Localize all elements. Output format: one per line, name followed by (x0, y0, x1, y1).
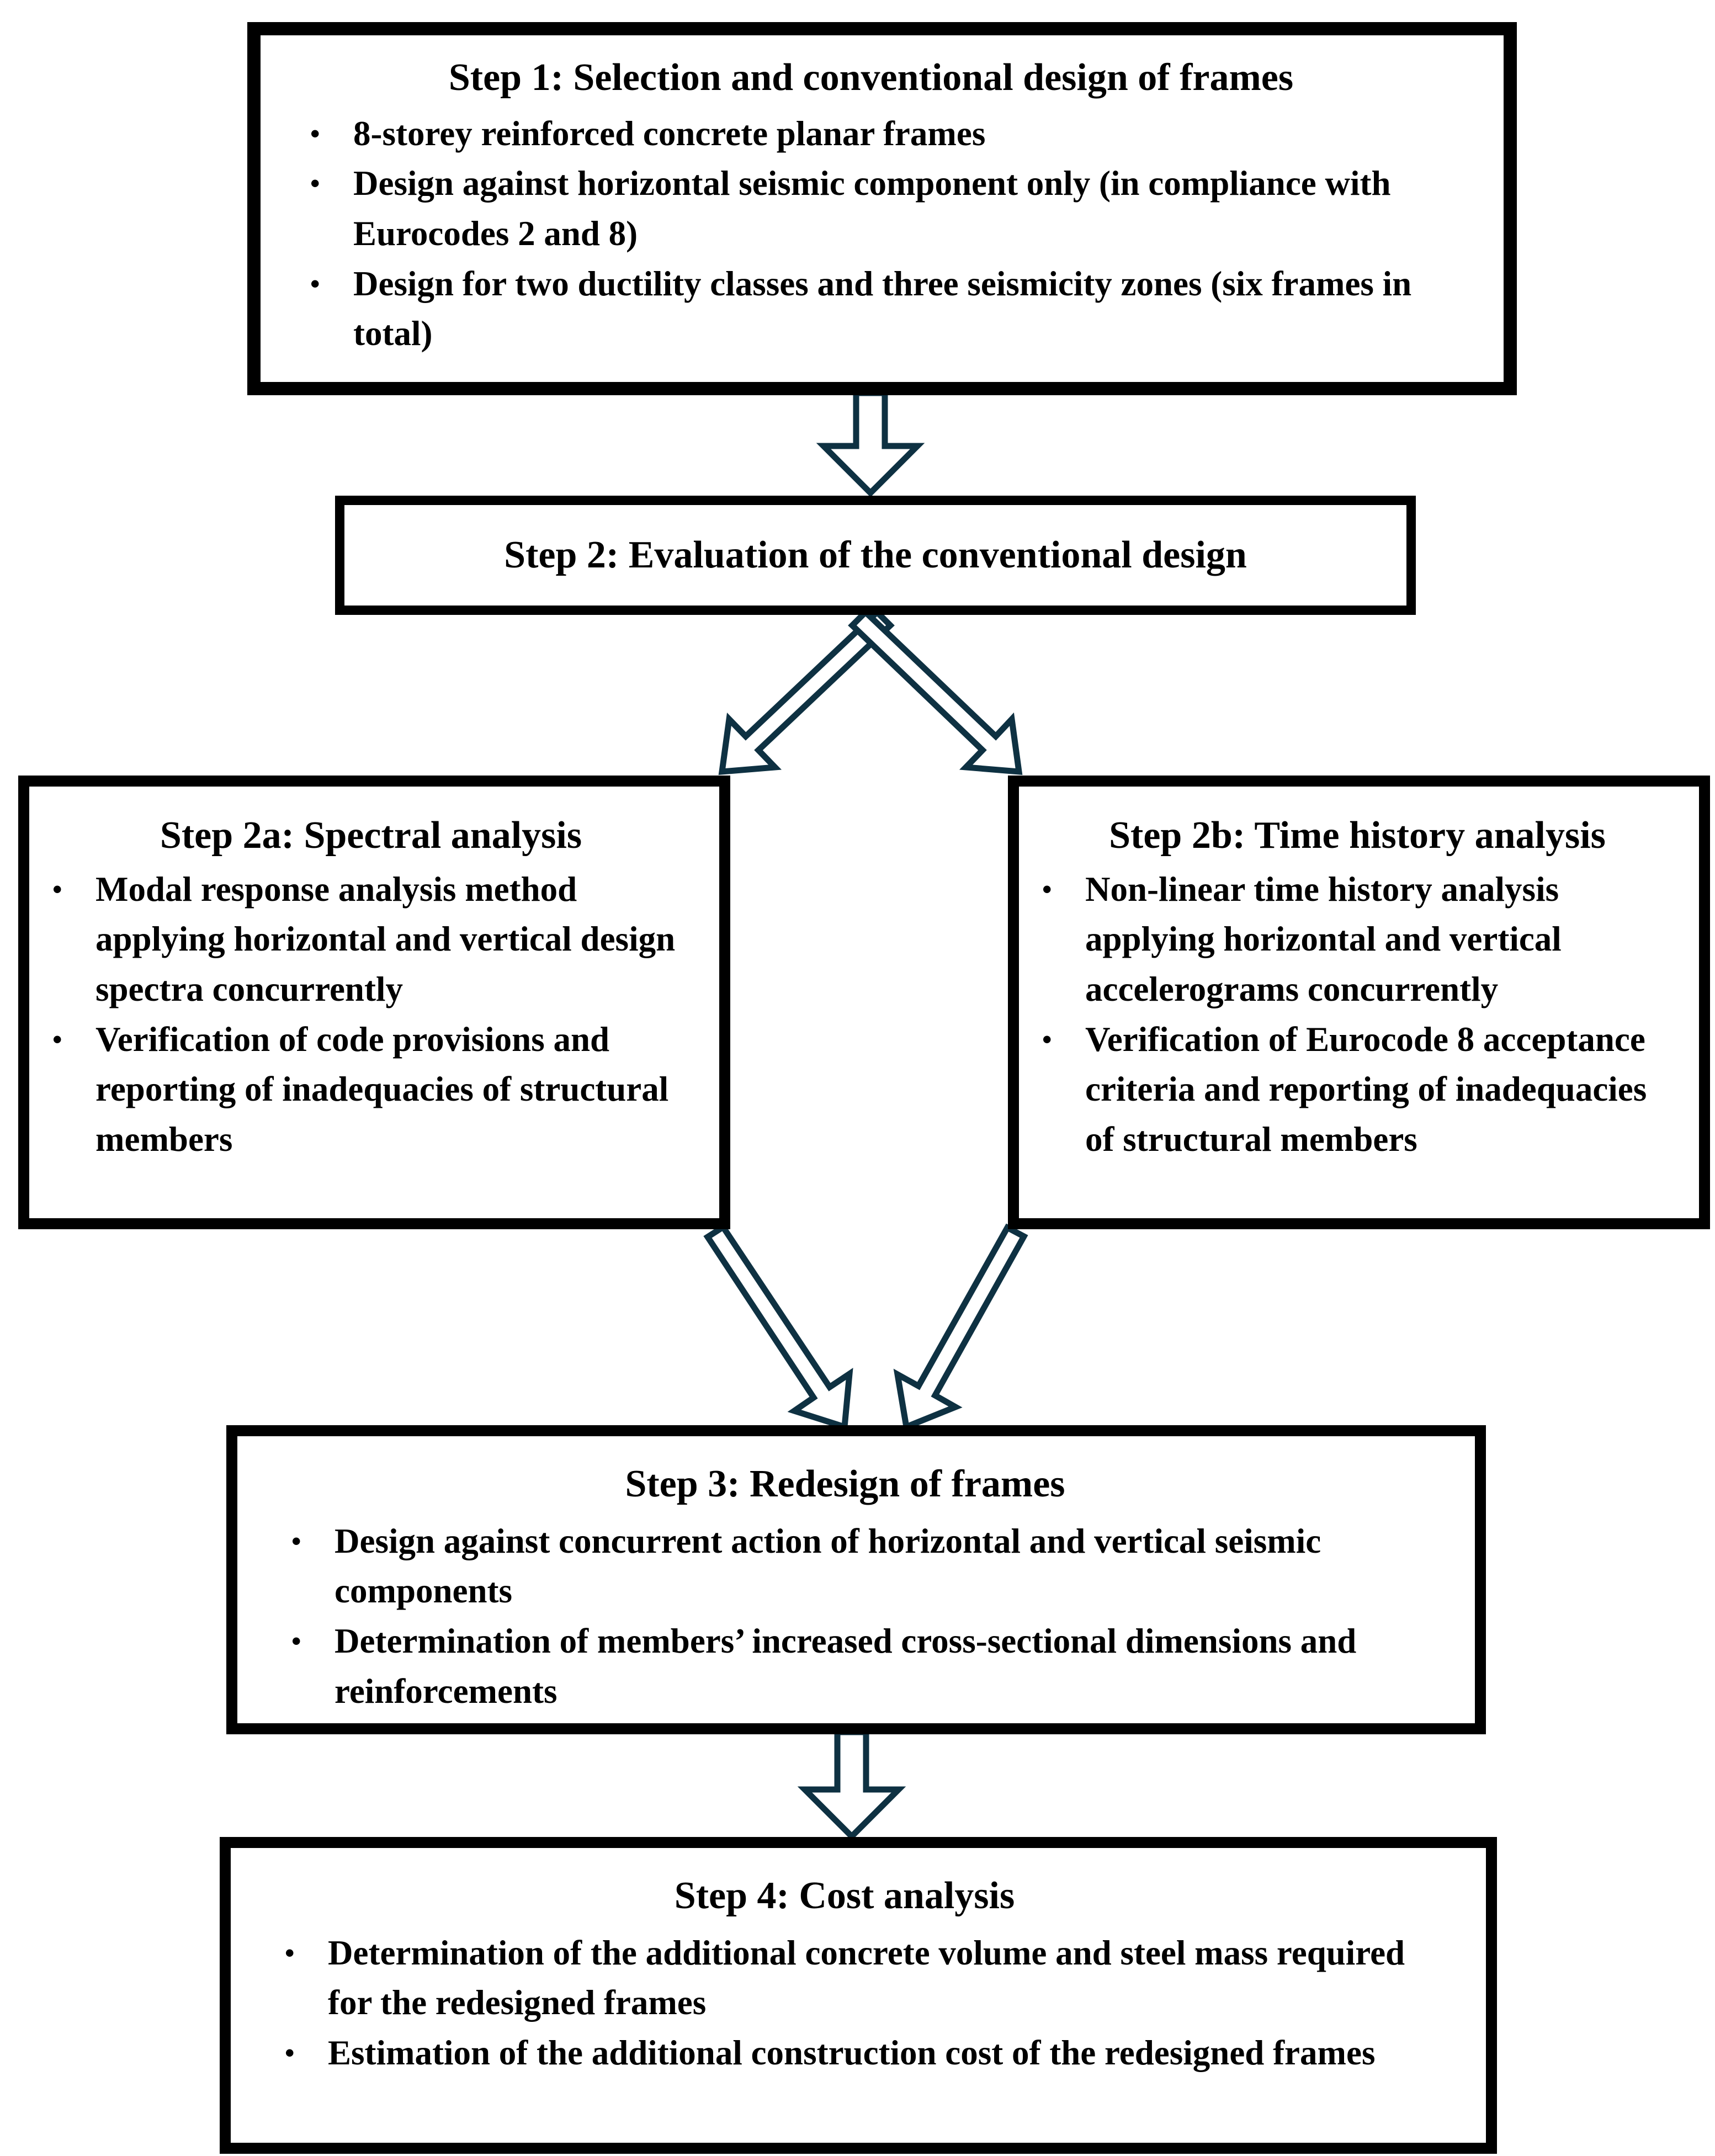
diagonal-arrow-step2-to-step2a-icon (718, 608, 895, 776)
bullet-marker: • (285, 2037, 295, 2068)
bullet-text: 8-storey reinforced concrete planar fram… (353, 114, 986, 153)
bullet-text: Non-linear time history analysis applyin… (1085, 869, 1562, 1008)
bullet-marker: • (1042, 1023, 1052, 1055)
box-step4-bullets: • Determination of the additional concre… (275, 1928, 1414, 2078)
box-step2a-title: Step 2a: Spectral analysis (160, 814, 582, 857)
box-step2-title: Step 2: Evaluation of the conventional d… (504, 533, 1247, 576)
down-arrow-step1-to-step2-icon (816, 390, 925, 497)
bullet-item: • Determination of members’ increased cr… (282, 1616, 1409, 1716)
diagonal-arrow-step2b-to-step3-icon (893, 1223, 1028, 1431)
bullet-marker: • (285, 1937, 295, 1968)
box-step1-title: Step 1: Selection and conventional desig… (448, 56, 1294, 99)
bullet-item: • Verification of code provisions and re… (45, 1015, 697, 1165)
bullet-text: Determination of the additional concrete… (328, 1933, 1405, 2022)
bullet-marker: • (291, 1625, 301, 1656)
bullet-text: Design against horizontal seismic compon… (353, 164, 1391, 253)
box-step3-bullets: • Design against concurrent action of ho… (282, 1516, 1409, 1717)
bullet-item: • Modal response analysis method applyin… (45, 864, 697, 1015)
bullet-marker: • (291, 1525, 301, 1557)
bullet-item: • Design against concurrent action of ho… (282, 1516, 1409, 1616)
bullet-item: • Determination of the additional concre… (275, 1928, 1414, 2028)
box-step2: Step 2: Evaluation of the conventional d… (335, 496, 1416, 615)
bullet-text: Modal response analysis method applying … (95, 869, 676, 1008)
bullet-text: Verification of code provisions and repo… (95, 1019, 669, 1159)
box-step1-bullets: • 8-storey reinforced concrete planar fr… (310, 109, 1432, 359)
box-step3-title: Step 3: Redesign of frames (625, 1463, 1065, 1505)
box-step3: Step 3: Redesign of frames • Design agai… (226, 1425, 1486, 1734)
diagonal-arrow-step2-to-step2b-icon (848, 608, 1023, 776)
bullet-item: • Non-linear time history analysis apply… (1034, 864, 1680, 1015)
bullet-text: Determination of members’ increased cros… (334, 1621, 1357, 1711)
box-step2b-title: Step 2b: Time history analysis (1109, 814, 1606, 857)
box-step2b: Step 2b: Time history analysis • Non-lin… (1008, 776, 1710, 1229)
bullet-marker: • (52, 873, 62, 905)
bullet-marker: • (310, 268, 320, 299)
bullet-text: Design for two ductility classes and thr… (353, 264, 1412, 353)
bullet-text: Estimation of the additional constructio… (328, 2033, 1376, 2072)
box-step1: Step 1: Selection and conventional desig… (247, 22, 1517, 395)
bullet-item: • Design against horizontal seismic comp… (310, 158, 1432, 258)
box-step2a-bullets: • Modal response analysis method applyin… (45, 864, 697, 1165)
diagonal-arrow-step2a-to-step3-icon (703, 1223, 853, 1431)
bullet-item: • Verification of Eurocode 8 acceptance … (1034, 1015, 1680, 1165)
bullet-item: • 8-storey reinforced concrete planar fr… (310, 109, 1432, 159)
bullet-marker: • (310, 168, 320, 199)
bullet-marker: • (1042, 873, 1052, 905)
box-step4-title: Step 4: Cost analysis (674, 1874, 1015, 1917)
box-step2b-bullets: • Non-linear time history analysis apply… (1034, 864, 1680, 1165)
bullet-text: Design against concurrent action of hori… (334, 1521, 1321, 1611)
bullet-item: • Estimation of the additional construct… (275, 2028, 1414, 2078)
bullet-item: • Design for two ductility classes and t… (310, 259, 1432, 359)
box-step2a: Step 2a: Spectral analysis • Modal respo… (18, 776, 730, 1229)
down-arrow-step3-to-step4-icon (797, 1729, 906, 1841)
bullet-marker: • (52, 1023, 62, 1055)
bullet-text: Verification of Eurocode 8 acceptance cr… (1085, 1019, 1647, 1159)
box-step4: Step 4: Cost analysis • Determination of… (220, 1837, 1497, 2154)
bullet-marker: • (310, 118, 320, 149)
